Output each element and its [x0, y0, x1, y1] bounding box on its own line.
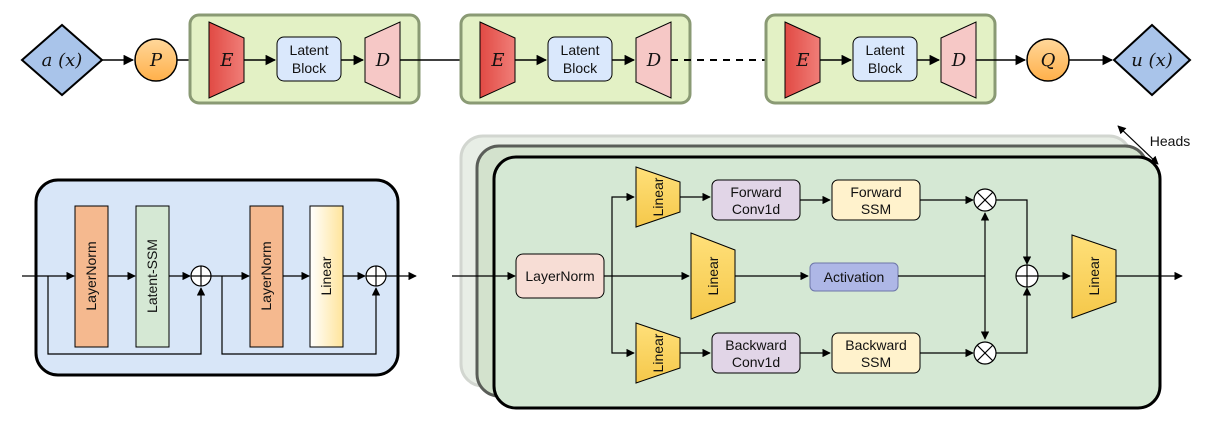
linear-output-box: Linear: [1071, 234, 1117, 319]
latent-group-3: E Latent Block D: [764, 13, 997, 105]
forward-ssm-box: Forward SSM: [831, 179, 921, 221]
linear-label: Linear: [318, 256, 334, 295]
sum-icon: [1015, 264, 1039, 288]
latent-block-label-2: Block: [292, 60, 327, 76]
latent-ssm-label: Latent-SSM: [144, 239, 160, 313]
linear-box: Linear: [309, 205, 344, 348]
decoder-label: D: [375, 50, 391, 71]
activation-box: Activation: [809, 262, 899, 292]
input-label: a (x): [42, 50, 83, 71]
encoder-label: E: [490, 50, 504, 71]
latent-group-2: E Latent Block D: [459, 13, 692, 105]
ssm-layernorm-label: LayerNorm: [525, 268, 594, 284]
latent-block-label-2: Block: [563, 60, 598, 76]
backward-conv-label-1: Backward: [725, 337, 786, 353]
backward-conv-label-2: Conv1d: [732, 354, 780, 370]
activation-label: Activation: [824, 269, 885, 285]
ssm-layernorm-box: LayerNorm: [515, 253, 605, 299]
linear-output-label: Linear: [1086, 256, 1102, 295]
layernorm-2-label: LayerNorm: [258, 241, 274, 310]
linear-gate-box: Linear: [690, 232, 736, 320]
linear-backward-box: Linear: [635, 322, 681, 384]
decoder-label: D: [646, 50, 662, 71]
layernorm-1-box: LayerNorm: [74, 205, 109, 348]
heads-indicator: Heads: [1117, 125, 1190, 165]
input-diamond: a (x): [20, 23, 104, 97]
layernorm-2-box: LayerNorm: [249, 205, 284, 348]
backward-ssm-label-1: Backward: [845, 337, 906, 353]
forward-conv-box: Forward Conv1d: [711, 179, 801, 221]
decoder-label: D: [951, 50, 967, 71]
ssm-block-detail: Heads LayerNorm Linear Forward Conv1d: [452, 125, 1190, 410]
linear-forward-box: Linear: [635, 166, 681, 228]
output-diamond: u (x): [1112, 23, 1192, 97]
encoder-label: E: [219, 50, 233, 71]
linear-backward-label: Linear: [650, 333, 666, 372]
backward-ssm-label-2: SSM: [861, 354, 891, 370]
latent-block-label-1: Latent: [290, 42, 329, 58]
latent-group-1: E Latent Block D: [188, 13, 421, 105]
projection-label: Q: [1041, 50, 1056, 71]
latent-block-detail: LayerNorm Latent-SSM LayerNorm Linear: [22, 178, 417, 377]
layernorm-1-label: LayerNorm: [83, 241, 99, 310]
linear-forward-label: Linear: [650, 177, 666, 216]
residual-add-1-icon: [190, 265, 212, 287]
forward-ssm-label-2: SSM: [861, 201, 891, 217]
forward-conv-label-2: Conv1d: [732, 201, 780, 217]
backward-conv-box: Backward Conv1d: [711, 332, 801, 374]
output-label: u (x): [1131, 50, 1173, 71]
top-pipeline: a (x) P E Latent Block D E: [20, 13, 1192, 105]
latent-block-label-2: Block: [868, 60, 903, 76]
multiply-forward-icon: [973, 188, 997, 212]
lift-label: P: [149, 50, 163, 71]
backward-ssm-box: Backward SSM: [831, 332, 921, 374]
lift-circle: P: [134, 38, 178, 82]
projection-circle: Q: [1026, 38, 1070, 82]
linear-gate-label: Linear: [705, 256, 721, 295]
latent-block-label-1: Latent: [866, 42, 905, 58]
encoder-label: E: [795, 50, 809, 71]
residual-add-2-icon: [365, 265, 387, 287]
heads-label: Heads: [1150, 133, 1190, 149]
forward-conv-label-1: Forward: [730, 184, 781, 200]
latent-ssm-box: Latent-SSM: [135, 205, 170, 348]
multiply-backward-icon: [973, 341, 997, 365]
forward-ssm-label-1: Forward: [850, 184, 901, 200]
latent-block-label-1: Latent: [561, 42, 600, 58]
